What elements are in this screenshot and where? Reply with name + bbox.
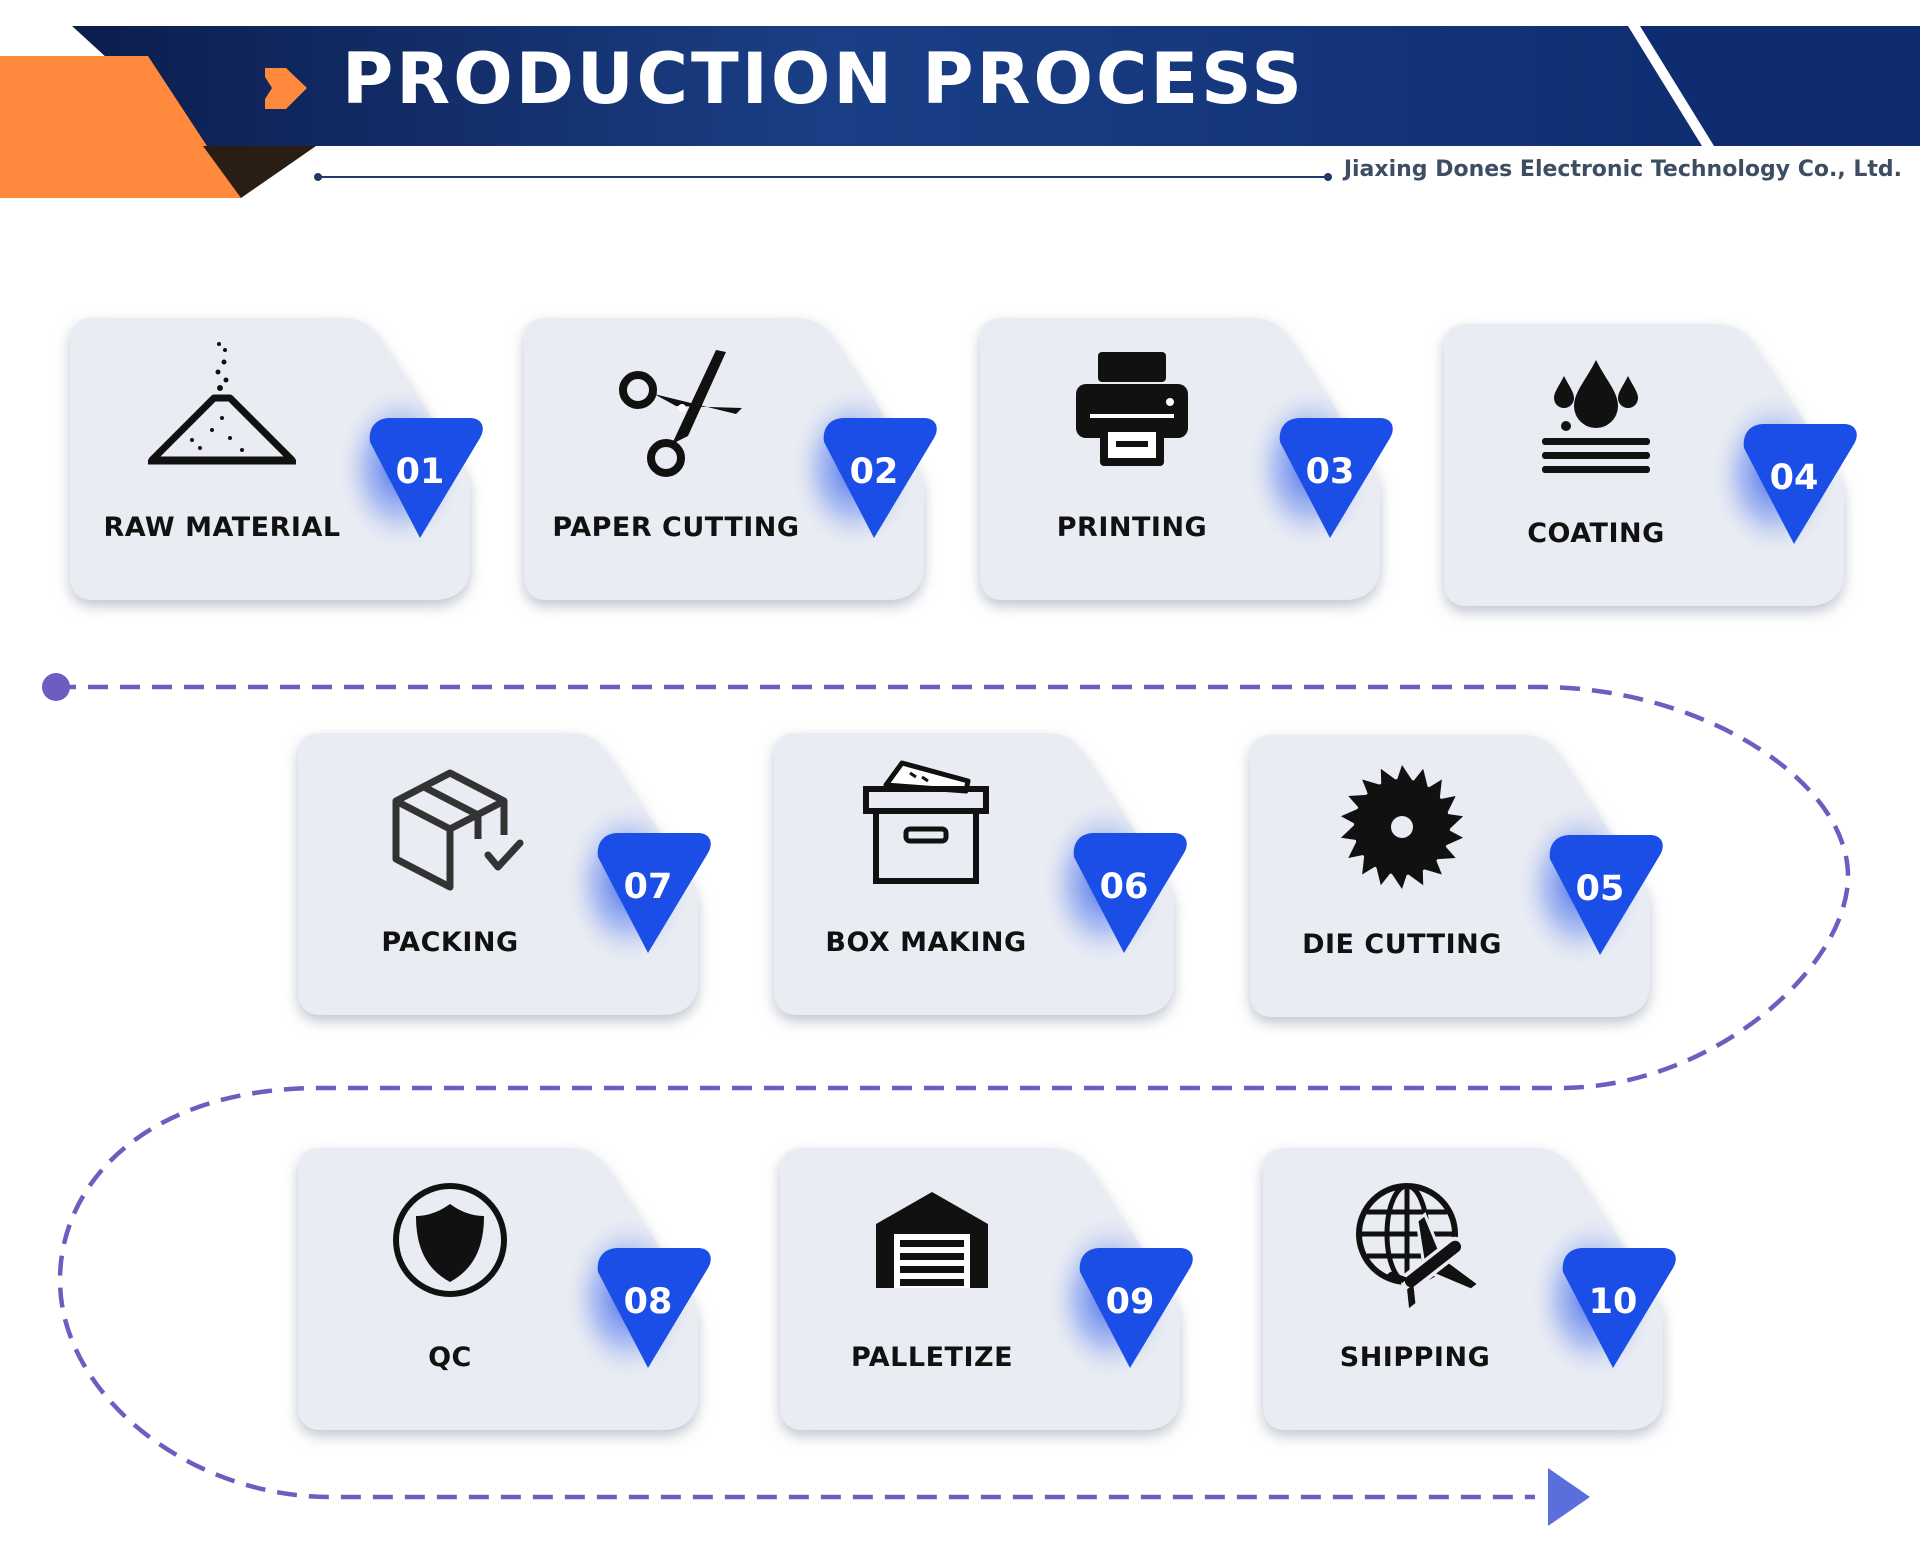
step-number: 07 [623,867,673,907]
process-step-card [70,318,483,600]
process-step-card [980,318,1393,600]
step-label: COATING [1527,518,1665,549]
company-name: Jiaxing Dones Electronic Technology Co.,… [1343,157,1902,182]
globe-plane-icon [1356,1183,1482,1309]
process-step-card [298,733,711,1015]
step-label: PACKING [381,927,519,958]
header-banner [0,26,1920,198]
step-label: BOX MAKING [825,927,1027,958]
flow-path [56,684,1851,1500]
shield-icon [393,1183,507,1297]
step-number-badge [1073,833,1187,953]
step-label: SHIPPING [1339,1342,1491,1373]
warehouse-icon [876,1192,988,1288]
storage-box-icon [863,760,989,884]
process-step-card [1250,735,1663,1017]
water-drops-icon [1542,360,1650,473]
path-end-arrow-icon [1548,1468,1590,1526]
step-number: 10 [1588,1282,1638,1322]
process-step-card [298,1148,711,1430]
step-number-badge [597,833,711,953]
arrow-right-icon [265,68,307,109]
process-step-card [524,318,937,600]
process-step-card [1263,1148,1676,1430]
orange-accent [0,56,241,198]
step-number: 01 [395,452,445,492]
step-number-badge [369,418,483,538]
step-number-badge [597,1248,711,1368]
process-step-card [774,733,1187,1015]
scissors-icon [619,350,742,477]
step-label: PAPER CUTTING [552,512,800,543]
step-number-badge [1743,424,1857,544]
step-number: 05 [1575,869,1625,909]
step-label: PALLETIZE [850,1342,1014,1373]
step-number-badge [823,418,937,538]
page-title: PRODUCTION PROCESS [342,38,1305,120]
saw-blade-icon [1340,765,1464,889]
step-number: 04 [1769,458,1819,498]
step-number: 03 [1305,452,1355,492]
step-number-badge [1279,418,1393,538]
step-number: 06 [1099,867,1149,907]
step-label: QC [428,1342,472,1373]
cards-layer [70,318,1857,1430]
step-number: 02 [849,452,899,492]
step-number: 08 [623,1282,673,1322]
process-step-card [780,1148,1193,1430]
step-number-badge [1562,1248,1676,1368]
step-number: 09 [1105,1282,1155,1322]
step-label: RAW MATERIAL [103,512,341,543]
step-label: PRINTING [1056,512,1208,543]
sand-pile-icon [148,342,296,465]
process-step-card [1444,324,1857,606]
printer-icon [1076,352,1188,466]
step-number-badge [1549,835,1663,955]
step-label: DIE CUTTING [1302,929,1502,960]
step-number-badge [1079,1248,1193,1368]
package-check-icon [392,769,524,891]
path-start-dot [42,673,70,701]
